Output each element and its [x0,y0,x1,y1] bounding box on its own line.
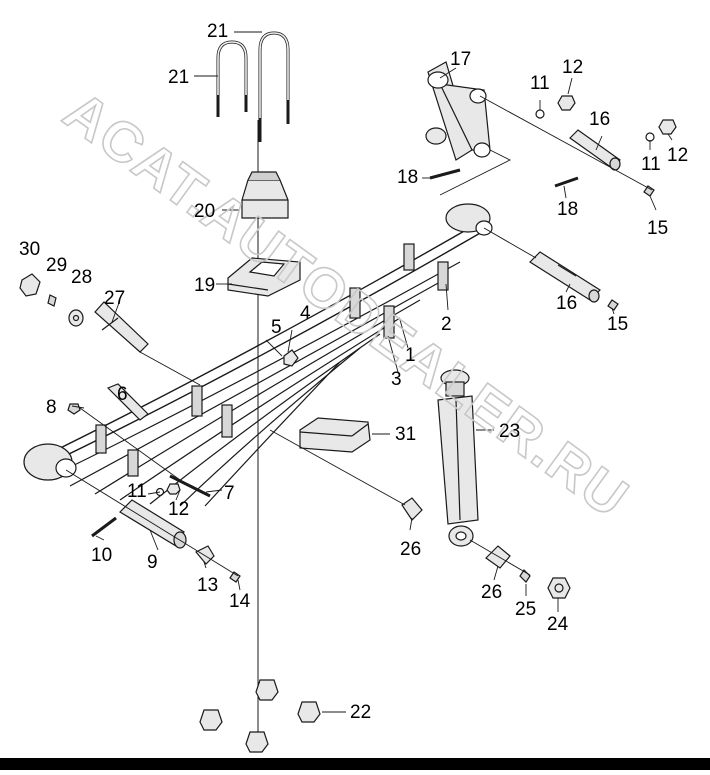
spring-seat-plate [227,257,301,297]
callout-3: 3 [391,369,402,390]
callout-12-top: 12 [562,57,584,78]
nut-22a [255,679,279,701]
shackle-bracket [425,61,491,161]
callout-21-top: 21 [207,21,229,42]
bracket-6 [106,383,149,421]
callout-29: 29 [46,255,68,276]
nut-22d [245,731,269,753]
callout-23: 23 [499,421,521,442]
callout-14: 14 [229,591,251,612]
callout-22: 22 [350,702,372,723]
nut-5 [283,349,299,367]
leaf-spring-pack [23,203,493,507]
nut-22c [297,701,321,723]
u-bolt-left [216,40,248,117]
callout-11-front: 11 [127,481,147,502]
washer-right [485,545,511,569]
callout-13: 13 [197,575,219,596]
callout-11-top: 11 [530,73,550,94]
callout-11-right: 11 [641,154,661,175]
callout-26-left: 26 [400,539,422,560]
callout-18-right: 18 [557,199,579,220]
callout-10: 10 [91,545,113,566]
callout-15-mid: 15 [607,314,629,335]
washer-11c [645,132,655,142]
bump-stop [241,171,289,219]
callout-6: 6 [117,384,128,405]
nut-30 [19,273,41,297]
callout-9: 9 [147,552,158,573]
rear-spring-pin [529,251,601,303]
washer-left [401,497,423,521]
callout-20: 20 [194,201,216,222]
nut-24 [547,577,571,599]
callout-19: 19 [194,275,216,296]
callout-12-right: 12 [667,145,689,166]
callout-21-left: 21 [168,67,190,88]
washer-11a [155,487,165,497]
callout-27: 27 [104,288,126,309]
callout-31: 31 [395,424,417,445]
bolt-18a [429,168,461,180]
callout-28: 28 [71,267,93,288]
shock-absorber [437,369,479,547]
callout-1: 1 [405,345,416,366]
bottom-border-bar [0,758,710,770]
callout-2: 2 [441,314,452,335]
nut-12b [557,95,576,111]
grease-nipple-15b [607,299,619,311]
callout-5: 5 [271,317,282,338]
callout-17: 17 [450,49,472,70]
u-bolt-right [258,31,290,142]
washer-11b [535,109,545,119]
callout-25: 25 [515,599,537,620]
washer-28 [68,309,84,327]
callout-8: 8 [46,397,57,418]
grease-nipple-14 [229,571,241,583]
callout-16-top: 16 [589,109,611,130]
nut-12a [166,483,181,495]
shackle-pin-top [569,129,621,171]
bolt-7 [169,474,211,498]
bolt-18b [554,176,579,188]
axle-pad [299,417,371,453]
callout-26-right: 26 [481,582,503,603]
callout-24: 24 [547,614,569,635]
nut-8 [67,403,81,415]
callout-7: 7 [224,483,235,504]
grease-nipple-15a [643,185,655,197]
bushing-13 [195,545,215,565]
callout-12-front: 12 [168,499,190,520]
callout-4: 4 [300,303,311,324]
callout-16-mid: 16 [556,293,578,314]
bolt-10 [91,516,117,538]
callout-15-top: 15 [647,218,669,239]
callout-30: 30 [19,239,41,260]
bolt-29 [47,294,57,307]
nut-12c [658,119,677,135]
callout-18-left: 18 [397,167,419,188]
nut-22b [199,709,223,731]
front-pin-27 [94,301,149,353]
